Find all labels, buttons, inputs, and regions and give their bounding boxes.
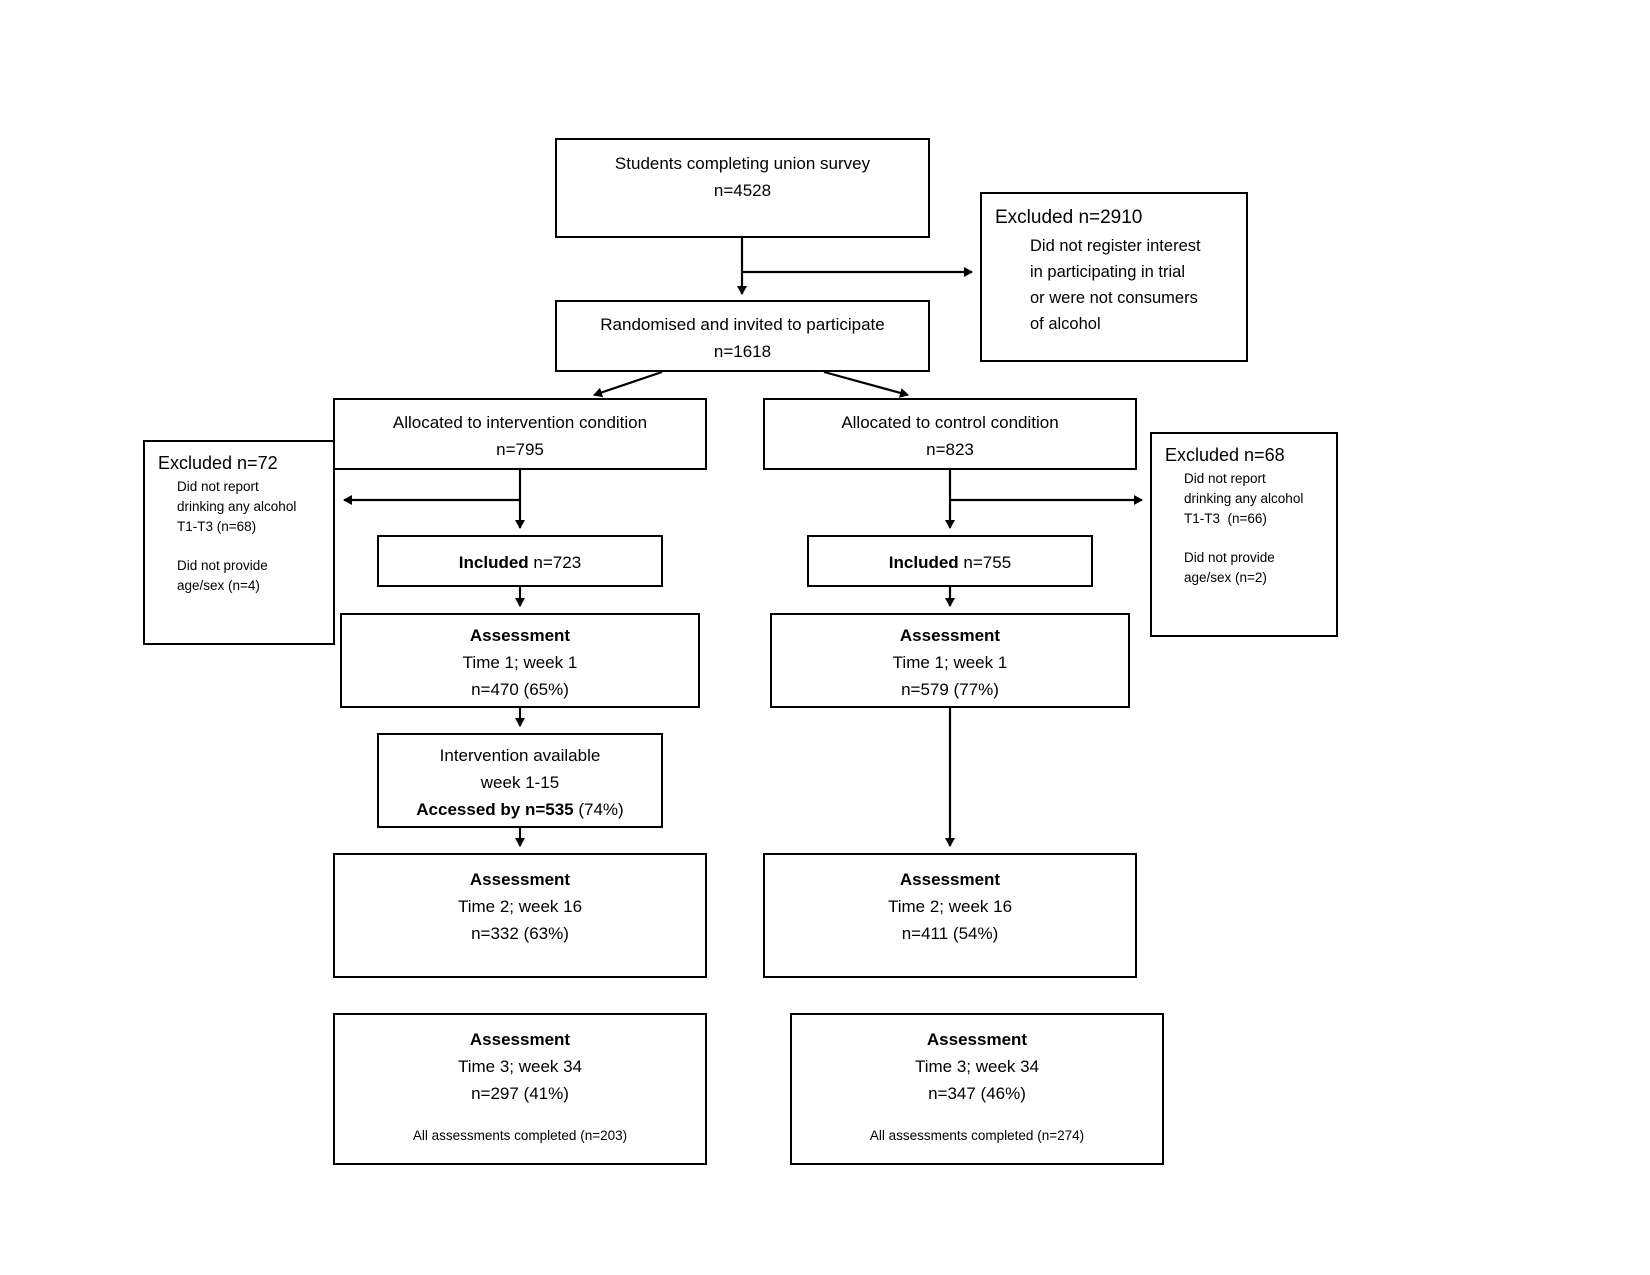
assessment-title: Assessment	[899, 626, 1001, 645]
assessment-n: n=579 (77%)	[901, 680, 999, 699]
box-randomised: Randomised and invited to participate n=…	[555, 300, 930, 372]
excluded-top-line: Did not register interest	[1030, 237, 1201, 255]
excluded-left-line: drinking any alcohol	[177, 499, 297, 514]
included-intervention-label: Included n=723	[458, 553, 582, 572]
excluded-left-line: age/sex (n=4)	[177, 578, 260, 593]
excluded-right-line: Did not provide	[1184, 550, 1275, 565]
box-included-intervention: Included n=723	[377, 535, 663, 587]
excluded-right-line: age/sex (n=2)	[1184, 570, 1267, 585]
assessment-title: Assessment	[469, 626, 571, 645]
assessment-completed-note: All assessments completed (n=274)	[869, 1128, 1085, 1143]
assessment-title: Assessment	[469, 870, 571, 889]
excluded-right-line: Did not report	[1184, 471, 1266, 486]
excluded-left-line: T1-T3 (n=68)	[177, 519, 257, 534]
excluded-left-line: Did not provide	[177, 558, 268, 573]
allocated-intervention-n: n=795	[496, 440, 544, 459]
arrow-randomised-to-control	[823, 370, 909, 398]
excluded-right-line: T1-T3 (n=66)	[1184, 511, 1267, 526]
excluded-top-line: in participating in trial	[1030, 263, 1185, 281]
excluded-right-line: drinking any alcohol	[1184, 491, 1304, 506]
box-allocated-intervention: Allocated to intervention condition n=79…	[333, 398, 707, 470]
box-assessment-t3-control: Assessment Time 3; week 34 n=347 (46%) A…	[790, 1013, 1164, 1165]
assessment-completed-note: All assessments completed (n=203)	[412, 1128, 628, 1143]
box-survey: Students completing union survey n=4528	[555, 138, 930, 238]
box-assessment-t1-intervention: Assessment Time 1; week 1 n=470 (65%)	[340, 613, 700, 708]
included-control-label: Included n=755	[888, 553, 1012, 572]
excluded-right-title: Excluded n=68	[1165, 445, 1285, 465]
arrow-randomised-to-intervention	[593, 370, 663, 398]
assessment-time: Time 1; week 1	[892, 653, 1008, 672]
assessment-time: Time 3; week 34	[914, 1057, 1040, 1076]
box-assessment-t2-intervention: Assessment Time 2; week 16 n=332 (63%)	[333, 853, 707, 978]
assessment-title: Assessment	[899, 870, 1001, 889]
assessment-title: Assessment	[469, 1030, 571, 1049]
excluded-top-line: or were not consumers	[1030, 289, 1198, 307]
excluded-top-title: Excluded n=2910	[995, 207, 1143, 228]
randomised-line1: Randomised and invited to participate	[600, 315, 885, 334]
excluded-left-line: Did not report	[177, 479, 259, 494]
survey-n: n=4528	[713, 181, 772, 200]
box-allocated-control: Allocated to control condition n=823	[763, 398, 1137, 470]
box-excluded-right: Excluded n=68 Did not report drinking an…	[1150, 432, 1338, 637]
box-excluded-left: Excluded n=72 Did not report drinking an…	[143, 440, 335, 645]
assessment-n: n=411 (54%)	[901, 924, 999, 943]
assessment-time: Time 1; week 1	[462, 653, 578, 672]
box-excluded-top: Excluded n=2910 Did not register interes…	[980, 192, 1248, 362]
intervention-accessed: Accessed by n=535 (74%)	[416, 800, 624, 819]
excluded-top-line: of alcohol	[1030, 315, 1101, 333]
assessment-n: n=332 (63%)	[471, 924, 569, 943]
assessment-time: Time 2; week 16	[887, 897, 1013, 916]
intervention-line2: week 1-15	[480, 773, 560, 792]
assessment-n: n=297 (41%)	[471, 1084, 569, 1103]
box-assessment-t2-control: Assessment Time 2; week 16 n=411 (54%)	[763, 853, 1137, 978]
assessment-time: Time 3; week 34	[457, 1057, 583, 1076]
assessment-time: Time 2; week 16	[457, 897, 583, 916]
box-intervention-available: Intervention available week 1-15 Accesse…	[377, 733, 663, 828]
assessment-title: Assessment	[926, 1030, 1028, 1049]
allocated-control-n: n=823	[926, 440, 974, 459]
survey-line1: Students completing union survey	[614, 154, 871, 173]
excluded-left-title: Excluded n=72	[158, 453, 278, 473]
box-assessment-t3-intervention: Assessment Time 3; week 34 n=297 (41%) A…	[333, 1013, 707, 1165]
allocated-intervention-line1: Allocated to intervention condition	[392, 413, 648, 432]
allocated-control-line1: Allocated to control condition	[841, 413, 1059, 432]
box-assessment-t1-control: Assessment Time 1; week 1 n=579 (77%)	[770, 613, 1130, 708]
intervention-line1: Intervention available	[439, 746, 601, 765]
assessment-n: n=347 (46%)	[928, 1084, 1026, 1103]
assessment-n: n=470 (65%)	[471, 680, 569, 699]
box-included-control: Included n=755	[807, 535, 1093, 587]
randomised-n: n=1618	[713, 342, 772, 361]
